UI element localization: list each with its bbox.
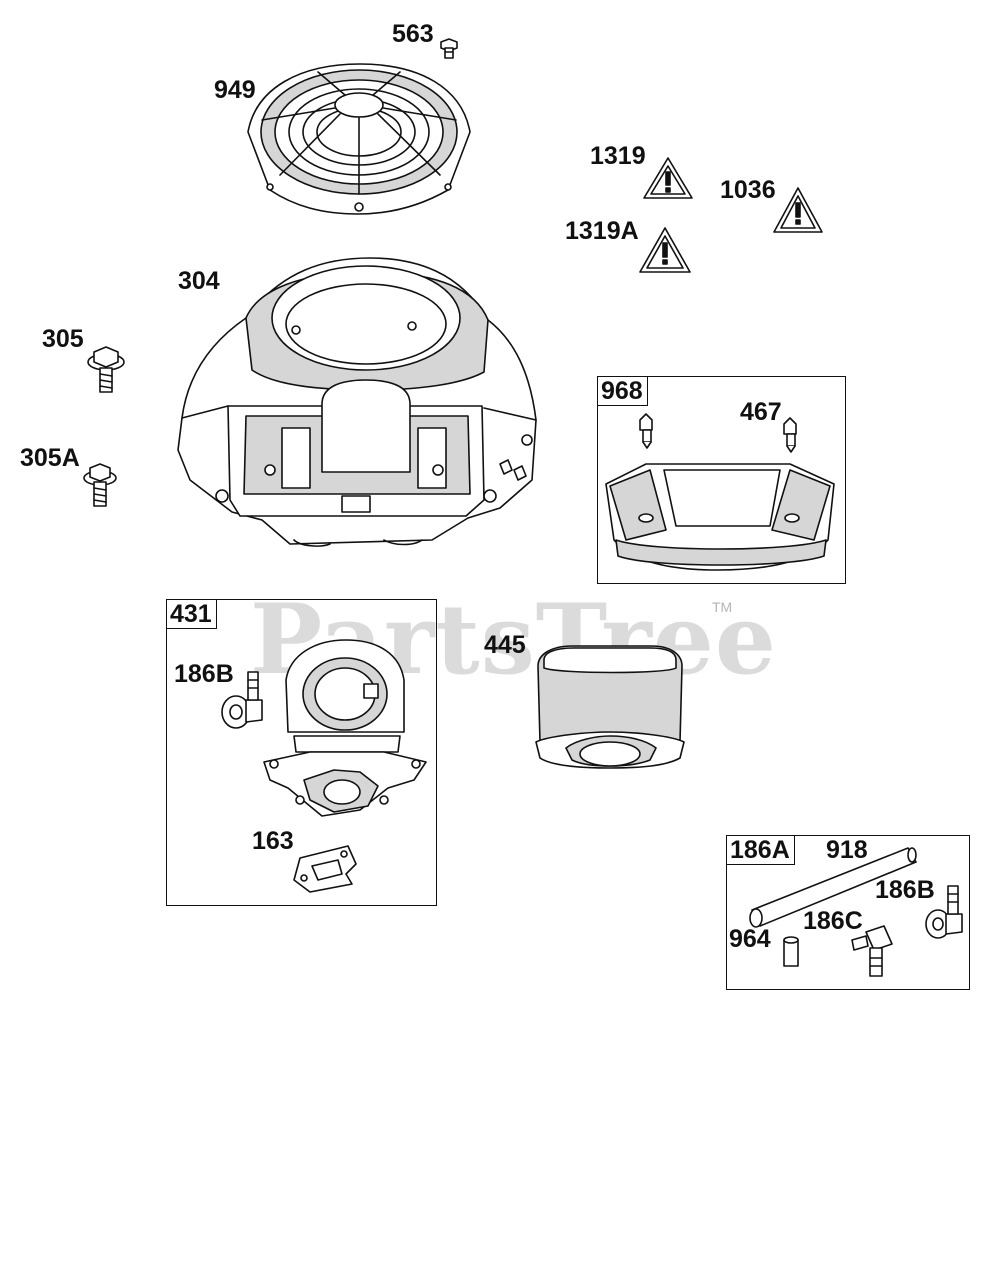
part-918-tube [749, 847, 917, 928]
box-431: 431 [166, 599, 437, 906]
label-949: 949 [214, 76, 256, 104]
label-918: 918 [826, 836, 868, 864]
label-304: 304 [178, 267, 220, 295]
label-186b-right: 186B [875, 876, 935, 904]
box-431-label: 431 [167, 600, 217, 629]
label-186c: 186C [803, 907, 863, 935]
watermark-trademark: TM [712, 599, 733, 615]
part-305-bolt [87, 346, 125, 393]
label-305: 305 [42, 325, 84, 353]
box-186a: 186A [726, 835, 970, 990]
label-1319: 1319 [590, 142, 646, 170]
part-186b-breather-fitting-left [221, 671, 263, 729]
part-163-gasket [293, 845, 357, 893]
label-964: 964 [729, 925, 771, 953]
part-563-screw [440, 38, 458, 59]
label-467: 467 [740, 398, 782, 426]
label-1319a: 1319A [565, 217, 639, 245]
part-304-blower-housing [177, 257, 537, 547]
label-563: 563 [392, 20, 434, 48]
label-1036: 1036 [720, 176, 776, 204]
part-1036-warning-label [773, 187, 823, 233]
box-186a-label: 186A [727, 836, 795, 865]
part-305a-bolt [83, 463, 117, 507]
part-445-air-filter [535, 645, 685, 769]
label-163: 163 [252, 827, 294, 855]
part-964-sleeve [783, 936, 799, 967]
part-1319-warning-label [643, 157, 693, 199]
label-186b-left: 186B [174, 660, 234, 688]
part-431-air-cleaner-base [263, 639, 427, 817]
part-968-air-cleaner-cover [605, 463, 835, 571]
box-968-label: 968 [598, 377, 648, 406]
label-445: 445 [484, 631, 526, 659]
part-949-rotating-screen [247, 63, 471, 215]
part-186c-elbow-fitting [851, 925, 893, 977]
box-968: 968 [597, 376, 846, 584]
part-467-fasteners [639, 413, 797, 453]
label-305a: 305A [20, 444, 80, 472]
part-1319a-warning-label [639, 227, 691, 273]
part-186b-breather-fitting-right [925, 885, 963, 939]
